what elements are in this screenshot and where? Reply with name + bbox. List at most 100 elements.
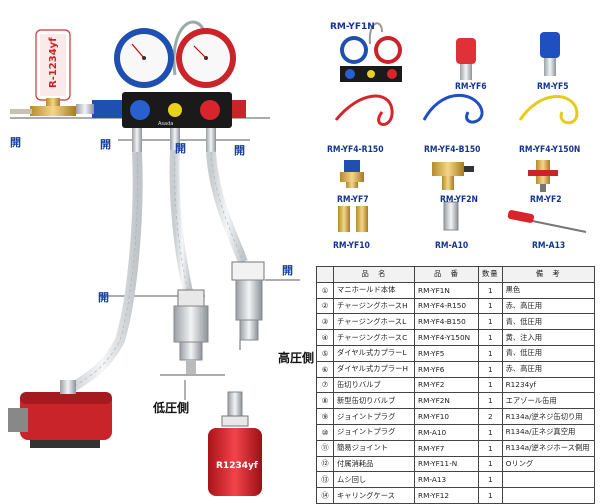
- cell-remarks: 黒色: [501, 281, 596, 299]
- kit-manifold: [340, 22, 402, 82]
- cell-code: RM-YF10: [414, 408, 479, 425]
- kit-joint-plug-a-label: RM-A10: [435, 241, 469, 251]
- gas-can: [208, 391, 262, 496]
- kit-core-tool: [507, 210, 587, 233]
- kit-manifold-label: RM-YF1N: [330, 22, 375, 32]
- low-side-coupler: [173, 289, 209, 374]
- cell-qty: 1: [478, 423, 503, 441]
- cell-code: RM-YF6: [414, 360, 479, 378]
- header-remarks: 備 考: [501, 266, 596, 283]
- kit-hose-yellow: [518, 95, 579, 125]
- cell-qty: 1: [478, 329, 503, 346]
- cell-name: チャージングホースC: [333, 329, 415, 346]
- manifold-assembly: [76, 20, 246, 128]
- cell-no: ②: [316, 297, 334, 315]
- cell-qty: 1: [478, 439, 503, 457]
- kit-hose-red: [334, 94, 394, 126]
- high-side-coupler: [231, 261, 265, 341]
- cell-no: ⑩: [316, 423, 334, 441]
- cell-name: 新型缶切りバルブ: [333, 392, 415, 410]
- header-name: 品 名: [333, 266, 415, 283]
- refrigerant-bottle: [10, 29, 76, 116]
- kit-core-tool-label: RM-A13: [532, 241, 566, 251]
- cell-qty: 1: [478, 344, 503, 362]
- cell-no: ④: [316, 329, 334, 346]
- bottle-label: R-1234yf: [48, 37, 59, 88]
- cell-qty: 1: [478, 360, 503, 378]
- cell-code: RM-YF4-Y150N: [414, 329, 479, 346]
- cell-remarks: エアゾール缶用: [501, 392, 596, 410]
- cell-code: RM-YF12: [414, 487, 479, 504]
- connection-diagram: R-1234yf Asada: [8, 20, 300, 496]
- can-label: R1234yf: [216, 461, 258, 471]
- kit-valve-brass: [432, 162, 474, 190]
- cell-remarks: R134a/正ネジ真空用: [501, 423, 596, 441]
- cell-remarks: R1234yf: [501, 376, 596, 394]
- kit-valve-tap-label: RM-YF2: [530, 195, 562, 205]
- cell-name: キャリングケース: [333, 487, 415, 504]
- cell-remarks: 黄、注入用: [501, 329, 596, 346]
- kit-valve-brass-label: RM-YF2N: [440, 195, 478, 205]
- open-label-high: 開: [234, 144, 245, 157]
- open-label-coupler-high: 開: [282, 264, 293, 277]
- cell-name: ジョイントプラグ: [333, 423, 415, 441]
- high-side-label: 高圧側: [278, 351, 315, 365]
- cell-code: RM-A13: [414, 471, 479, 489]
- cell-code: RM-YF1N: [414, 281, 479, 299]
- kit-hose-blue-label: RM-YF4-B150: [424, 145, 481, 155]
- cell-code: RM-YF11-N: [414, 455, 479, 473]
- cell-name: ジョイントプラグ: [333, 408, 415, 425]
- cell-no: ⑧: [316, 392, 334, 410]
- kit-valve-tap: [528, 160, 558, 192]
- table-header-row: 品 名 品 番 数量 備 考: [316, 266, 596, 283]
- cell-code: RM-A10: [414, 423, 479, 441]
- open-label-coupler-low: 開: [98, 291, 109, 304]
- cell-name: 簡易ジョイント: [333, 439, 415, 457]
- kit-hose-yellow-label: RM-YF4-Y150N: [519, 145, 581, 155]
- cell-no: ⑭: [316, 487, 334, 504]
- guide-lines: [10, 117, 300, 400]
- cell-code: RM-YF4-B150: [414, 313, 479, 331]
- cell-remarks: Oリング: [501, 455, 596, 473]
- cell-qty: 1: [478, 313, 503, 331]
- cell-remarks: 青、低圧用: [501, 344, 596, 362]
- kit-joint-plug-pair: [338, 206, 368, 232]
- kit-joint-gauge: [340, 160, 364, 188]
- cell-name: 付属消耗品: [333, 455, 415, 473]
- kit-coupler-red: [456, 38, 476, 80]
- cell-qty: 1: [478, 487, 503, 504]
- kit-joint-gauge-label: RM-YF7: [337, 195, 369, 205]
- kit-coupler-red-label: RM-YF6: [455, 82, 487, 92]
- cell-code: RM-YF2N: [414, 392, 479, 410]
- cell-qty: 2: [478, 408, 503, 425]
- cell-name: マニホールド本体: [333, 281, 415, 299]
- kit-hose-blue: [422, 93, 484, 124]
- header-code: 品 番: [414, 266, 479, 283]
- cell-name: ムシ回し: [333, 471, 415, 489]
- cell-qty: 1: [478, 455, 503, 473]
- cell-no: ①: [316, 281, 334, 299]
- kit-coupler-blue: [540, 32, 560, 76]
- open-label-low: 開: [100, 138, 111, 151]
- cell-name: ダイヤル式カプラーL: [333, 344, 415, 362]
- cell-code: RM-YF4-R150: [414, 297, 479, 315]
- cell-remarks: [501, 487, 596, 504]
- kit-coupler-blue-label: RM-YF5: [537, 82, 569, 92]
- cell-no: ⑫: [316, 455, 334, 473]
- cell-no: ③: [316, 313, 334, 331]
